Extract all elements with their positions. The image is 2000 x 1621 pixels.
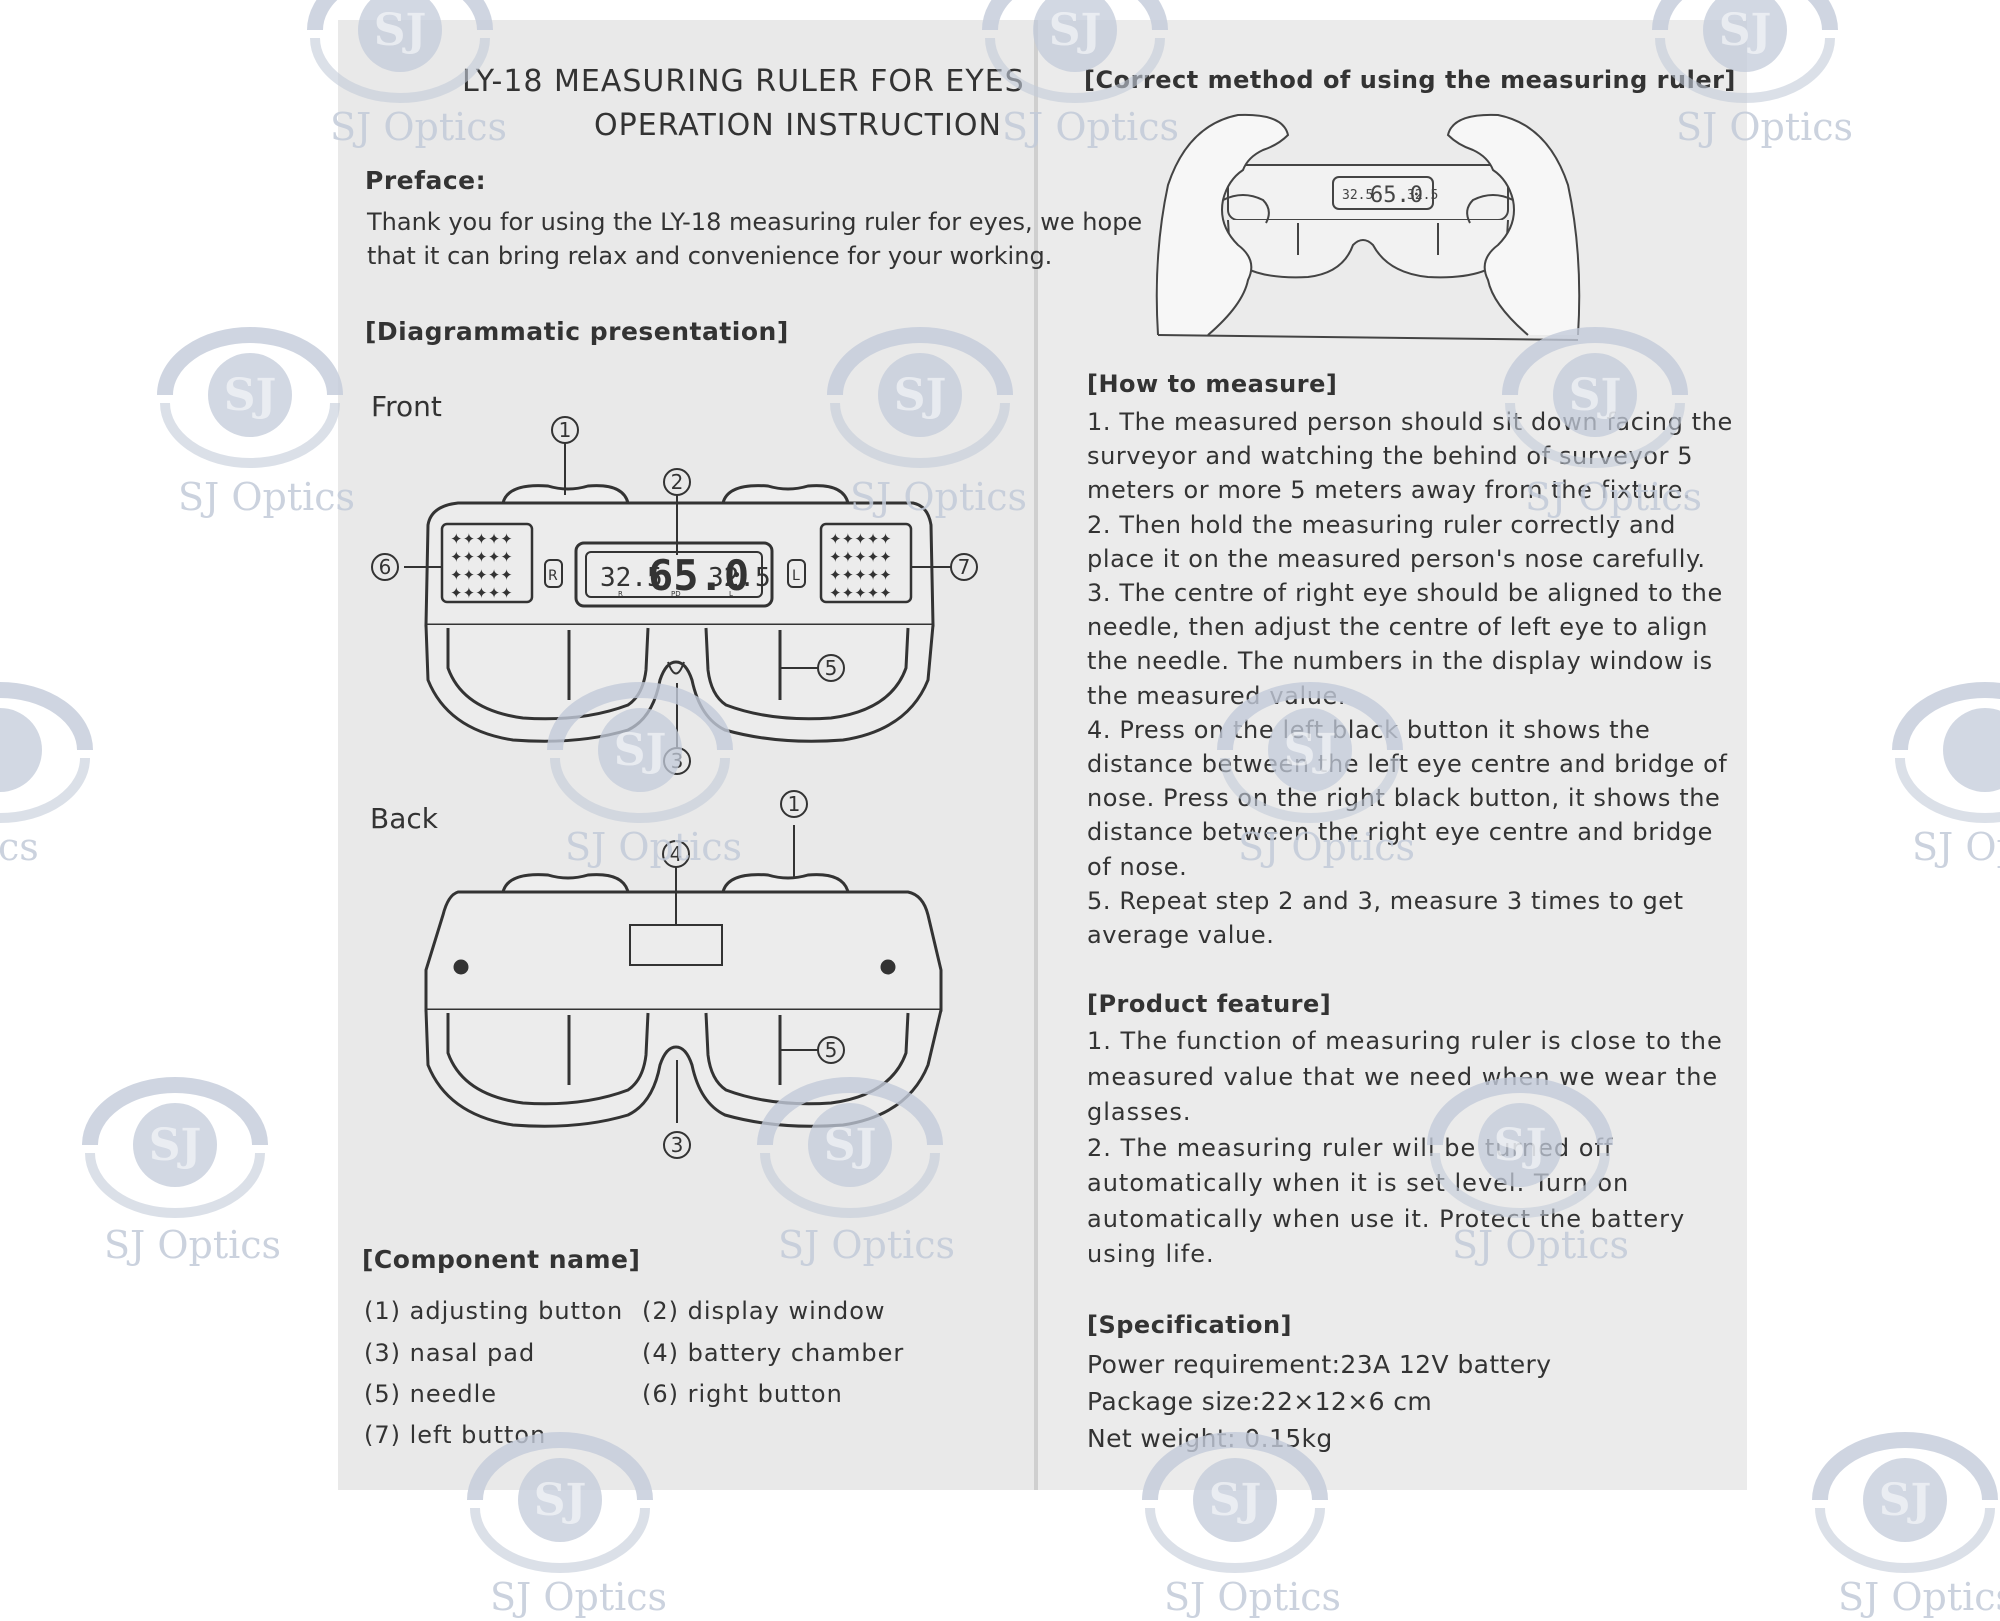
- feature-heading: [Product feature]: [1087, 990, 1332, 1018]
- spec-line: Power requirement:23A 12V battery: [1087, 1350, 1552, 1379]
- watermark-text: SJ Optics: [104, 1223, 281, 1267]
- spec-heading: [Specification]: [1087, 1311, 1292, 1339]
- how-line: 4. Press on the left black button it sho…: [1087, 715, 1651, 744]
- diagram-heading: [Diagrammatic presentation]: [365, 317, 789, 346]
- preface-heading: Preface:: [365, 166, 487, 195]
- callout-6: 6: [379, 555, 392, 579]
- svg-text:✦✦✦✦✦: ✦✦✦✦✦: [450, 584, 513, 602]
- how-line: the needle. The numbers in the display w…: [1087, 647, 1713, 676]
- r-button-label: R: [548, 568, 558, 584]
- feature-line: using life.: [1087, 1240, 1215, 1268]
- back-callout-1: 1: [788, 792, 801, 816]
- callout-1: 1: [559, 418, 572, 442]
- svg-text:✦✦✦✦✦: ✦✦✦✦✦: [829, 566, 892, 584]
- component-7: (7) left button: [364, 1421, 547, 1449]
- how-line: distance between the right eye centre an…: [1087, 818, 1714, 847]
- feature-line: automatically when it is set level. Turn…: [1087, 1169, 1630, 1197]
- how-line: the measured value.: [1087, 681, 1347, 710]
- how-line: surveyor and watching the behind of surv…: [1087, 442, 1694, 471]
- component-heading: [Component name]: [362, 1245, 641, 1274]
- how-line: place it on the measured person's nose c…: [1087, 544, 1706, 573]
- display-sub-r: R: [618, 590, 623, 598]
- feature-lines: 1. The function of measuring ruler is cl…: [1087, 1024, 1723, 1273]
- back-callout-3: 3: [671, 1133, 684, 1157]
- watermark-text: SJ Optics: [490, 1575, 667, 1619]
- how-line: nose. Press on the right black button, i…: [1087, 784, 1721, 813]
- display-center-value: 65.0: [648, 551, 749, 600]
- correct-method-heading: [Correct method of using the measuring r…: [1084, 66, 1736, 94]
- spec-line: Net weight: 0.15kg: [1087, 1424, 1333, 1453]
- how-steps: 1. The measured person should sit down f…: [1087, 405, 1733, 952]
- hands-display-center: 65.0: [1370, 183, 1423, 208]
- feature-line: 1. The function of measuring ruler is cl…: [1087, 1027, 1723, 1055]
- callout-7: 7: [958, 555, 971, 579]
- svg-text:✦✦✦✦✦: ✦✦✦✦✦: [450, 548, 513, 566]
- spec-lines: Power requirement:23A 12V battery Packag…: [1087, 1346, 1551, 1457]
- how-line: average value.: [1087, 921, 1275, 950]
- back-callout-4: 4: [670, 842, 683, 866]
- front-label: Front: [371, 390, 442, 423]
- component-1: (1) adjusting button: [364, 1297, 624, 1325]
- svg-text:✦✦✦✦✦: ✦✦✦✦✦: [450, 530, 513, 548]
- watermark-logo-letters: SJ: [149, 1120, 202, 1171]
- how-line: meters or more 5 meters away from the fi…: [1087, 476, 1692, 505]
- display-sub-pd: PD: [671, 590, 681, 598]
- component-6: (6) right button: [642, 1380, 843, 1408]
- feature-line: glasses.: [1087, 1098, 1192, 1126]
- how-line: 1. The measured person should sit down f…: [1087, 408, 1733, 436]
- component-5: (5) needle: [364, 1380, 498, 1408]
- svg-text:✦✦✦✦✦: ✦✦✦✦✦: [829, 584, 892, 602]
- svg-text:✦✦✦✦✦: ✦✦✦✦✦: [829, 530, 892, 548]
- component-2: (2) display window: [642, 1297, 886, 1325]
- watermark-text: SJ Optics: [1164, 1575, 1341, 1619]
- feature-line: automatically when use it. Protect the b…: [1087, 1204, 1686, 1233]
- watermark-text: SJ Optics: [1838, 1575, 2000, 1619]
- display-sub-l: L: [729, 590, 733, 598]
- how-line: 3. The centre of right eye should be ali…: [1087, 579, 1723, 608]
- title-line-2: OPERATION INSTRUCTION: [594, 108, 1002, 143]
- back-diagram: 1 4 5 3: [424, 790, 943, 1159]
- spec-line: Package size:22×12×6 cm: [1087, 1387, 1433, 1416]
- title-line-1: LY-18 MEASURING RULER FOR EYES: [462, 64, 1025, 99]
- page-fold: [1034, 20, 1038, 1490]
- how-line: 5. Repeat step 2 and 3, measure 3 times …: [1087, 886, 1684, 915]
- how-line: needle, then adjust the centre of left e…: [1087, 613, 1709, 642]
- watermark-text: SJ Optics: [178, 475, 355, 519]
- callout-3: 3: [671, 749, 684, 773]
- how-line: distance between the left eye centre and…: [1087, 750, 1728, 779]
- how-line: 2. Then hold the measuring ruler correct…: [1087, 510, 1676, 539]
- back-callout-5: 5: [825, 1038, 838, 1062]
- watermark-logo-letters: SJ: [1879, 1475, 1932, 1526]
- callout-2: 2: [671, 470, 684, 494]
- l-button-label: L: [792, 568, 800, 584]
- preface-line-2: that it can bring relax and convenience …: [367, 242, 1053, 270]
- back-label: Back: [370, 802, 438, 835]
- feature-line: measured value that we need when we wear…: [1087, 1062, 1719, 1091]
- display-right-value: 32.5: [708, 563, 771, 593]
- how-heading: [How to measure]: [1087, 370, 1338, 398]
- callout-5: 5: [825, 656, 838, 680]
- how-line: of nose.: [1087, 852, 1188, 881]
- preface-line-1: Thank you for using the LY-18 measuring …: [367, 208, 1143, 236]
- feature-line: 2. The measuring ruler will be turned of…: [1087, 1133, 1614, 1162]
- display-left-value: 32.5: [600, 563, 663, 593]
- component-3: (3) nasal pad: [364, 1339, 536, 1367]
- front-diagram: ✦✦✦✦✦ ✦✦✦✦✦ ✦✦✦✦✦ ✦✦✦✦✦ ✦✦✦✦✦ ✦✦✦✦✦ ✦✦✦✦…: [371, 416, 978, 775]
- svg-text:✦✦✦✦✦: ✦✦✦✦✦: [829, 548, 892, 566]
- svg-text:✦✦✦✦✦: ✦✦✦✦✦: [450, 566, 513, 584]
- watermark-cut-left: cs: [0, 825, 39, 869]
- hands-display-left: 32.5: [1342, 188, 1373, 203]
- watermark-cut-right: SJ Op: [1912, 825, 2000, 869]
- hands-illustration: 32.5 65.0 32.5: [1155, 113, 1581, 341]
- watermark-logo-letters: SJ: [224, 370, 277, 421]
- component-4: (4) battery chamber: [642, 1339, 905, 1367]
- hands-display-right: 32.5: [1407, 188, 1438, 203]
